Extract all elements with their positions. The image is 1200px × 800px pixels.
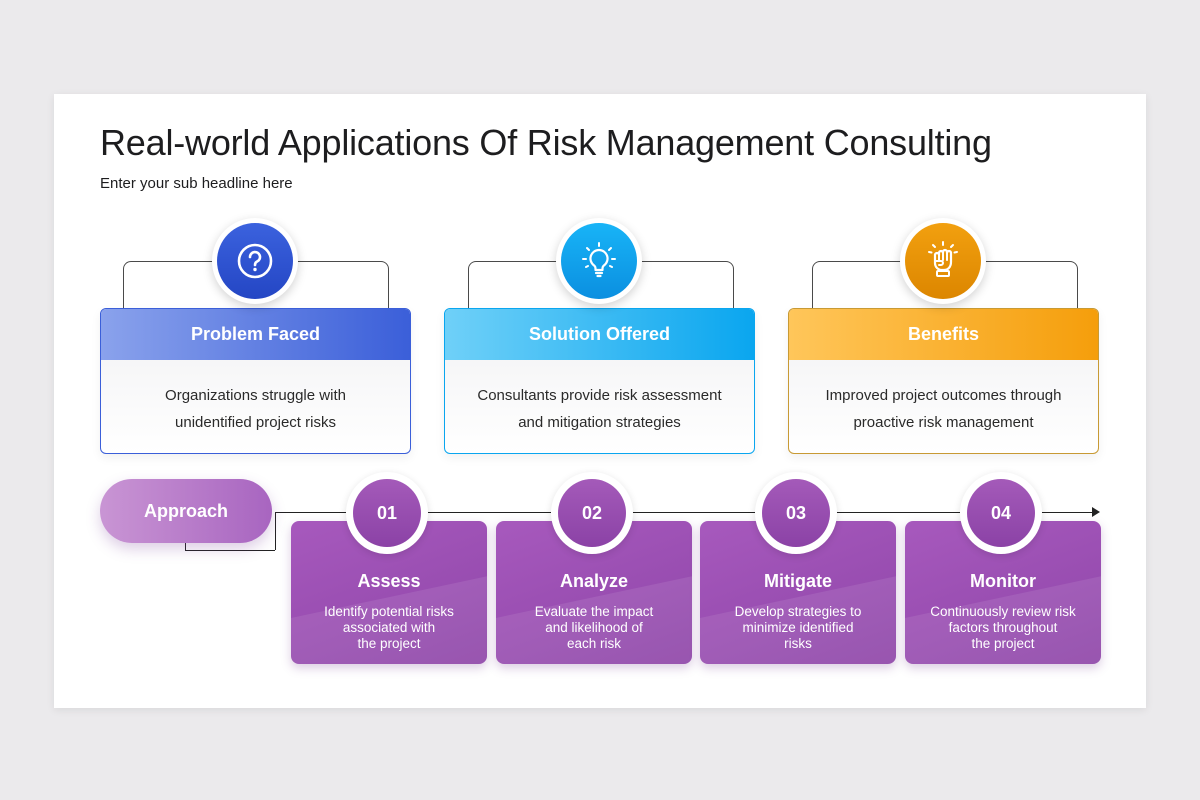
benefits-card: Benefits Improved project outcomes throu… <box>788 308 1099 454</box>
raised-fist-icon <box>928 241 958 277</box>
step-number: 04 <box>967 479 1035 547</box>
step-number-badge: 04 <box>960 472 1042 554</box>
step-description: Identify potential risks associated with… <box>324 604 454 651</box>
page-title: Real-world Applications Of Risk Manageme… <box>100 122 992 163</box>
step-number-badge: 01 <box>346 472 428 554</box>
solution-card-heading: Solution Offered <box>445 309 754 360</box>
step-card-analyze: Analyze Evaluate the impact and likeliho… <box>496 521 692 664</box>
approach-pill: Approach <box>100 479 272 543</box>
problem-icon-badge <box>212 218 298 304</box>
step-title: Analyze <box>559 571 629 591</box>
question-icon <box>237 243 273 279</box>
slide: Real-world Applications Of Risk Manageme… <box>54 94 1146 708</box>
step-title: Mitigate <box>763 571 832 591</box>
step-number-badge: 02 <box>551 472 633 554</box>
problem-card: Problem Faced Organizations struggle wit… <box>100 308 411 454</box>
flow-line-main <box>275 512 1093 514</box>
flow-line-rise <box>275 512 277 550</box>
solution-card-body: Consultants provide risk assessment and … <box>477 387 722 431</box>
benefits-icon-badge <box>900 218 986 304</box>
step-number-badge: 03 <box>755 472 837 554</box>
step-number: 01 <box>353 479 421 547</box>
flow-line-drop <box>185 543 187 550</box>
step-title: Monitor <box>970 571 1036 591</box>
problem-card-body: Organizations struggle with unidentified… <box>165 387 346 431</box>
lightbulb-icon <box>582 242 616 278</box>
benefits-card-heading: Benefits <box>789 309 1098 360</box>
step-number: 03 <box>762 479 830 547</box>
benefits-card-body: Improved project outcomes through proact… <box>825 387 1062 431</box>
problem-card-heading: Problem Faced <box>101 309 410 360</box>
step-description: Develop strategies to minimize identifie… <box>734 604 862 651</box>
step-title: Assess <box>357 571 421 591</box>
flow-arrow-icon <box>1092 507 1100 517</box>
step-description: Evaluate the impact and likelihood of ea… <box>534 604 654 651</box>
solution-card: Solution Offered Consultants provide ris… <box>444 308 755 454</box>
step-description: Continuously review risk factors through… <box>930 604 1076 651</box>
sub-headline: Enter your sub headline here <box>100 175 293 192</box>
flow-line-bottom <box>185 550 275 552</box>
solution-icon-badge <box>556 218 642 304</box>
step-number: 02 <box>558 479 626 547</box>
